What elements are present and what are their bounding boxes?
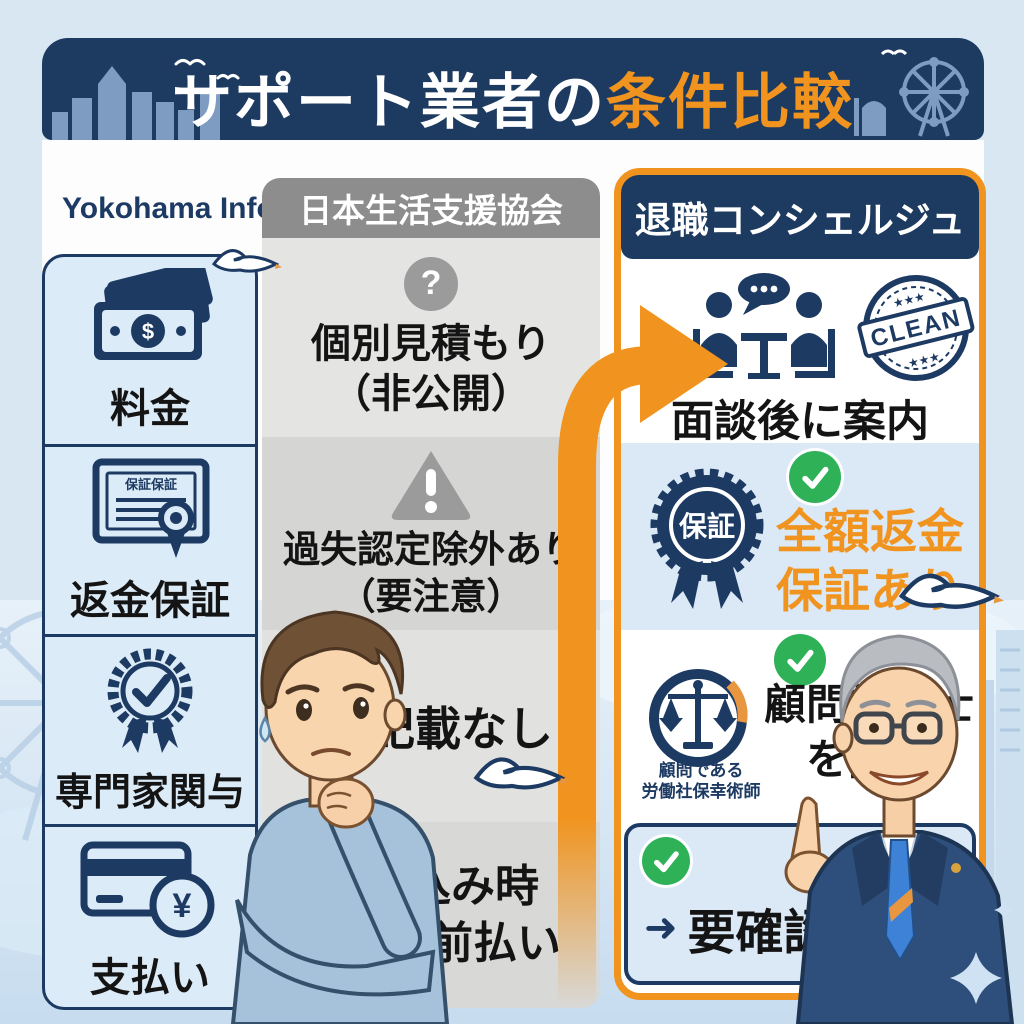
guarantee-badge: 保証	[650, 468, 764, 609]
category-cell-payment: ¥ 支払い	[45, 824, 255, 1007]
featured-row-text: 面談後に案内	[671, 398, 929, 446]
svg-text:$: $	[142, 319, 154, 344]
award-icon	[107, 648, 193, 753]
category-label: 専門家関与	[54, 772, 245, 814]
header-title-orange: 条件比較	[606, 69, 854, 136]
category-card: $ 料金 保証保証 返金保証	[42, 254, 258, 1010]
scales-icon	[649, 669, 748, 767]
question-icon: ?	[404, 256, 458, 311]
orange-arrow	[558, 305, 728, 1015]
header-banner: サポート業者の条件比較	[42, 38, 984, 140]
check-icon	[642, 837, 690, 885]
featured-header: 退職コンシェルジュ	[621, 175, 979, 259]
category-cell-expert: 専門家関与	[45, 634, 255, 824]
ferris-wheel-icon	[854, 49, 969, 137]
competitor-title: 日本生活支援協会	[299, 192, 563, 229]
svg-text:保証: 保証	[679, 510, 735, 542]
check-icon	[774, 634, 826, 686]
competitor-row-text: 過失認定除外あり （要注意）	[283, 529, 579, 617]
warning-icon	[391, 451, 471, 521]
category-label: 料金	[110, 386, 190, 431]
certificate-icon: 保証保証	[92, 458, 210, 558]
competitor-row-negligence: 過失認定除外あり （要注意）	[262, 437, 600, 630]
competitor-panel: 日本生活支援協会 ? 個別見積もり （非公開） 過失認定除外あり （要注意）	[262, 178, 600, 1008]
young-man-illustration	[230, 610, 450, 1024]
category-cell-refund: 保証保証 返金保証	[45, 444, 255, 634]
featured-row-text: 全額返金 保証あり	[776, 505, 964, 617]
consultant-illustration	[784, 634, 1015, 1024]
check-icon	[789, 451, 841, 503]
yokohama-skyline-icon	[52, 59, 240, 140]
category-label: 支払い	[90, 956, 210, 1000]
category-label: 返金保証	[70, 578, 230, 623]
arrow-right-icon: ➜	[644, 906, 678, 950]
question-glyph: ?	[420, 264, 442, 302]
money-icon: $	[94, 267, 213, 360]
seagull-icon	[898, 573, 1004, 609]
scales-caption: 顧問である 労働社保幸術師	[641, 761, 761, 802]
clean-stamp: ★★★ CLEAN ★★★	[857, 275, 975, 381]
competitor-row-estimate: ? 個別見積もり （非公開）	[262, 238, 600, 437]
svg-text:保証保証: 保証保証	[124, 477, 177, 492]
payment-icon: ¥	[80, 841, 215, 938]
svg-text:¥: ¥	[173, 887, 192, 925]
header-title-white: サポート業者の	[172, 69, 606, 136]
competitor-row-text: 個別見積もり （非公開）	[311, 321, 551, 416]
featured-row-guidance: ★★★ CLEAN ★★★ 面談後に案内	[621, 259, 979, 446]
featured-title: 退職コンシェルジュ	[634, 200, 966, 241]
header-title: サポート業者の条件比較	[42, 54, 984, 141]
competitor-header: 日本生活支援協会	[262, 178, 600, 238]
category-cell-fee: $ 料金	[45, 257, 255, 444]
seagull-icon	[211, 249, 282, 273]
seagull-icon	[473, 757, 570, 790]
brand-label: Yokohama Info	[62, 192, 275, 225]
